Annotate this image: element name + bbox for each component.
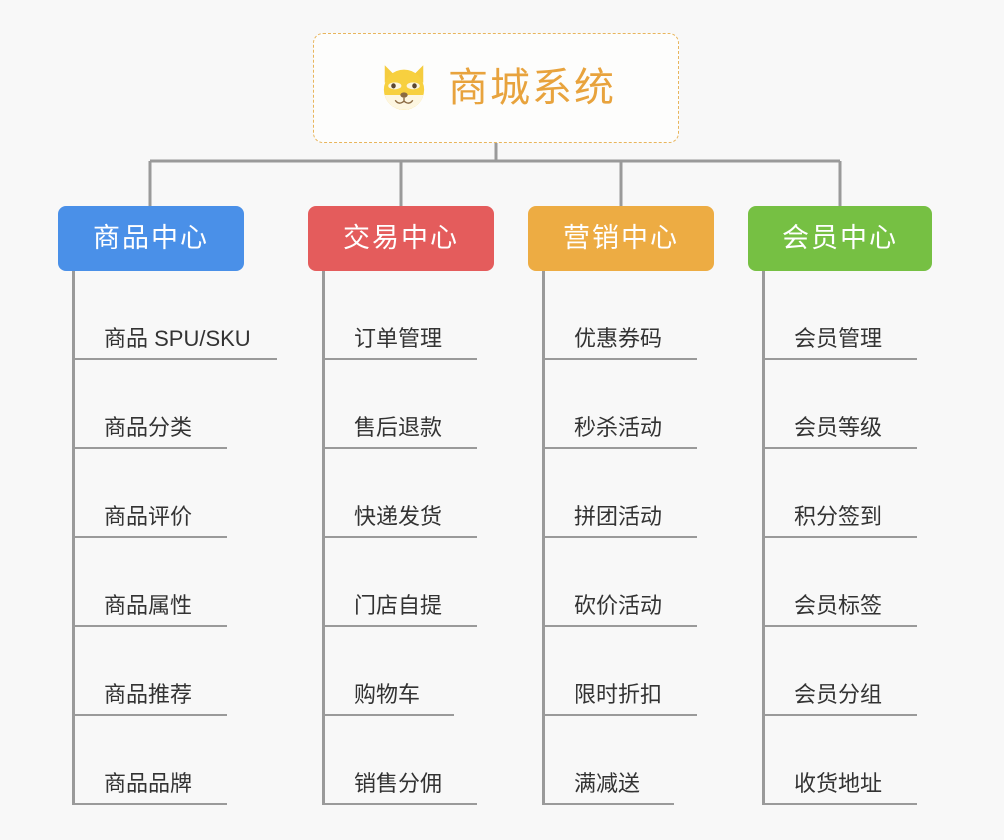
leaf-item-label: 限时折扣 [574, 681, 663, 707]
leaf-item[interactable]: 限时折扣 [542, 627, 707, 716]
category-box-product-center[interactable]: 商品中心 [58, 206, 244, 271]
leaf-item-underline [762, 714, 917, 716]
leaf-item-label: 购物车 [354, 681, 421, 707]
leaf-item-underline [72, 625, 227, 627]
leaf-item-label: 收货地址 [794, 770, 883, 796]
leaf-item[interactable]: 拼团活动 [542, 449, 707, 538]
leaf-item[interactable]: 秒杀活动 [542, 360, 707, 449]
leaf-item[interactable]: 订单管理 [322, 271, 487, 360]
leaf-item[interactable]: 会员标签 [762, 538, 927, 627]
leaf-item-underline [542, 358, 697, 360]
leaf-item-underline [72, 447, 227, 449]
leaf-item-underline [322, 358, 477, 360]
leaf-item-label: 秒杀活动 [574, 414, 663, 440]
leaf-item-underline [542, 447, 697, 449]
leaf-item-underline [322, 803, 477, 805]
category-box-trade-center[interactable]: 交易中心 [308, 206, 494, 271]
leaf-item[interactable]: 优惠券码 [542, 271, 707, 360]
leaf-item[interactable]: 商品 SPU/SKU [72, 271, 287, 360]
leaf-item-underline [542, 536, 697, 538]
leaf-item-label: 满减送 [574, 770, 641, 796]
leaf-item-label: 商品分类 [104, 414, 193, 440]
leaf-spine [72, 271, 75, 805]
leaf-item[interactable]: 会员分组 [762, 627, 927, 716]
leaf-item-label: 销售分佣 [354, 770, 443, 796]
leaf-item-underline [762, 358, 917, 360]
leaf-item-label: 会员分组 [794, 681, 883, 707]
leaf-spine [322, 271, 325, 805]
leaf-item-label: 会员管理 [794, 325, 883, 351]
leaf-item[interactable]: 商品推荐 [72, 627, 237, 716]
leaf-spine [542, 271, 545, 805]
leaf-item[interactable]: 商品属性 [72, 538, 237, 627]
leaf-item-label: 快递发货 [354, 503, 443, 529]
leaf-item-label: 砍价活动 [574, 592, 663, 618]
category-label: 交易中心 [343, 223, 459, 253]
root-title: 商城系统 [448, 66, 616, 110]
leaf-item-underline [542, 625, 697, 627]
leaf-item[interactable]: 会员管理 [762, 271, 927, 360]
leaf-item[interactable]: 售后退款 [322, 360, 487, 449]
category-box-member-center[interactable]: 会员中心 [748, 206, 932, 271]
leaf-item-underline [322, 714, 454, 716]
leaf-item-underline [542, 714, 697, 716]
leaf-item-underline [72, 536, 227, 538]
leaf-item-underline [322, 447, 477, 449]
leaf-item-label: 商品评价 [104, 503, 193, 529]
leaf-item[interactable]: 销售分佣 [322, 716, 487, 805]
leaf-item[interactable]: 门店自提 [322, 538, 487, 627]
category-box-marketing-center[interactable]: 营销中心 [528, 206, 714, 271]
leaf-item-label: 积分签到 [794, 503, 883, 529]
leaf-item-underline [762, 803, 917, 805]
leaf-item-label: 会员等级 [794, 414, 883, 440]
leaf-item-label: 门店自提 [354, 592, 443, 618]
leaf-item-label: 售后退款 [354, 414, 443, 440]
leaf-item[interactable]: 满减送 [542, 716, 684, 805]
leaf-item[interactable]: 会员等级 [762, 360, 927, 449]
category-label: 营销中心 [563, 223, 679, 253]
leaf-item-label: 拼团活动 [574, 503, 663, 529]
leaf-item-underline [762, 536, 917, 538]
leaf-item-underline [72, 358, 277, 360]
leaf-item-label: 优惠券码 [574, 325, 663, 351]
leaf-item[interactable]: 商品品牌 [72, 716, 237, 805]
leaf-item-label: 商品推荐 [104, 681, 193, 707]
leaf-item[interactable]: 收货地址 [762, 716, 927, 805]
leaf-spine [762, 271, 765, 805]
leaf-item-underline [72, 803, 227, 805]
leaf-item[interactable]: 积分签到 [762, 449, 927, 538]
leaf-item[interactable]: 砍价活动 [542, 538, 707, 627]
leaf-item-underline [322, 536, 477, 538]
leaf-item-label: 商品品牌 [104, 770, 193, 796]
leaf-item-label: 商品属性 [104, 592, 193, 618]
leaf-item-underline [762, 625, 917, 627]
leaf-item-underline [542, 803, 674, 805]
leaf-item-label: 订单管理 [354, 325, 443, 351]
leaf-item-label: 会员标签 [794, 592, 883, 618]
shiba-dog-face-icon [383, 65, 425, 110]
leaf-item-underline [762, 447, 917, 449]
category-label: 会员中心 [782, 223, 898, 253]
leaf-item-underline [322, 625, 477, 627]
leaf-item-underline [72, 714, 227, 716]
category-label: 商品中心 [93, 223, 209, 253]
leaf-item[interactable]: 快递发货 [322, 449, 487, 538]
leaf-item[interactable]: 购物车 [322, 627, 464, 716]
root-node[interactable]: 商城系统 [313, 33, 679, 143]
leaf-item[interactable]: 商品评价 [72, 449, 237, 538]
leaf-item[interactable]: 商品分类 [72, 360, 237, 449]
leaf-item-label: 商品 SPU/SKU [104, 325, 251, 351]
